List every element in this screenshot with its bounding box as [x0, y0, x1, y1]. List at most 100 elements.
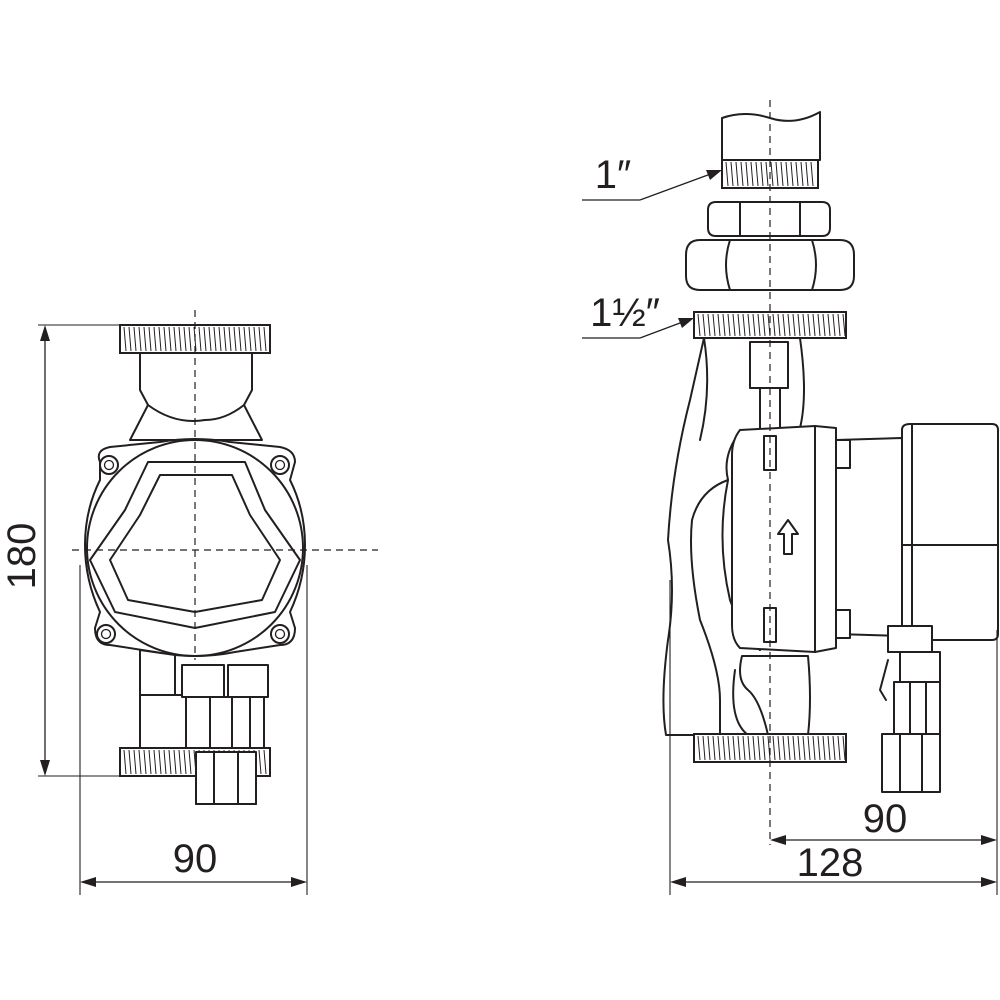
- dim-height: 180: [0, 324, 122, 777]
- thread-line: [765, 161, 769, 187]
- dim-total-width-label: 128: [797, 841, 864, 885]
- thread-line: [138, 749, 142, 775]
- thread-line: [792, 313, 796, 337]
- thread-line: [747, 735, 751, 761]
- thread-line: [722, 313, 726, 337]
- thread-line: [812, 735, 816, 761]
- thread-line: [123, 749, 127, 775]
- thread-line: [712, 313, 716, 337]
- thread-line: [178, 749, 182, 775]
- thread-line: [750, 161, 754, 187]
- thread-line: [732, 313, 736, 337]
- thread-line: [697, 735, 701, 761]
- thread-line: [128, 749, 132, 775]
- thread-line: [832, 313, 836, 337]
- thread-line: [790, 161, 794, 187]
- dim-axis-to-box: 90: [770, 630, 998, 895]
- thread-line: [173, 326, 177, 352]
- thread-line: [208, 326, 212, 352]
- thread-line: [153, 749, 157, 775]
- thread-line: [163, 326, 167, 352]
- thread-line: [797, 735, 801, 761]
- thread-line: [800, 161, 804, 187]
- thread-line: [737, 735, 741, 761]
- thread-line: [717, 735, 721, 761]
- thread-line: [707, 313, 711, 337]
- thread-line: [837, 313, 841, 337]
- front-bolt-tl: [99, 455, 119, 475]
- thread-line: [795, 161, 799, 187]
- thread-line: [817, 313, 821, 337]
- thread-line: [153, 326, 157, 352]
- thread-line: [702, 735, 706, 761]
- leader-pump-thread: 1½″: [582, 291, 694, 339]
- front-bolt-tr: [270, 455, 290, 475]
- dim-front-width-label: 90: [173, 837, 218, 881]
- thread-line: [770, 161, 774, 187]
- side-cable-gland: [879, 625, 941, 793]
- thread-line: [757, 735, 761, 761]
- thread-line: [198, 326, 202, 352]
- thread-line: [258, 326, 262, 352]
- thread-line: [797, 313, 801, 337]
- thread-line: [213, 326, 217, 352]
- flow-direction-arrow: [777, 519, 799, 555]
- thread-line: [168, 326, 172, 352]
- thread-line: [842, 735, 846, 761]
- thread-line: [837, 735, 841, 761]
- front-lower-block: [139, 649, 176, 696]
- thread-line: [785, 161, 789, 187]
- thread-line: [740, 161, 744, 187]
- thread-line: [780, 161, 784, 187]
- thread-line: [812, 313, 816, 337]
- thread-line: [248, 326, 252, 352]
- thread-line: [243, 326, 247, 352]
- thread-line: [143, 749, 147, 775]
- thread-line: [263, 749, 267, 775]
- dim-front-width: 90: [79, 565, 308, 895]
- thread-line: [762, 313, 766, 337]
- pump-thread-label: 1½″: [590, 291, 660, 335]
- thread-line: [777, 735, 781, 761]
- thread-line: [148, 749, 152, 775]
- thread-line: [807, 735, 811, 761]
- thread-line: [737, 313, 741, 337]
- thread-line: [777, 313, 781, 337]
- thread-line: [762, 735, 766, 761]
- union-nut: [685, 201, 855, 291]
- front-neck: [129, 352, 263, 441]
- side-shaft-top: [749, 341, 789, 389]
- thread-line: [767, 735, 771, 761]
- thread-line: [173, 749, 177, 775]
- thread-line: [842, 313, 846, 337]
- pump-side-view: [662, 111, 999, 793]
- thread-line: [745, 161, 749, 187]
- thread-line: [752, 313, 756, 337]
- thread-line: [755, 161, 759, 187]
- thread-line: [233, 326, 237, 352]
- leader-top-thread: 1″: [582, 153, 722, 201]
- thread-line: [757, 313, 761, 337]
- thread-line: [228, 326, 232, 352]
- thread-line: [158, 326, 162, 352]
- front-bolt-br: [270, 624, 290, 644]
- thread-line: [747, 313, 751, 337]
- thread-line: [787, 735, 791, 761]
- side-outlet-leg: [739, 655, 811, 736]
- thread-line: [827, 735, 831, 761]
- thread-line: [802, 313, 806, 337]
- thread-line: [782, 735, 786, 761]
- thread-line: [727, 313, 731, 337]
- thread-line: [263, 326, 267, 352]
- thread-line: [787, 313, 791, 337]
- front-rotor-circle: [86, 439, 304, 657]
- thread-line: [223, 326, 227, 352]
- thread-line: [772, 313, 776, 337]
- thread-line: [697, 313, 701, 337]
- thread-line: [802, 735, 806, 761]
- thread-line: [128, 326, 132, 352]
- thread-line: [717, 313, 721, 337]
- thread-line: [238, 326, 242, 352]
